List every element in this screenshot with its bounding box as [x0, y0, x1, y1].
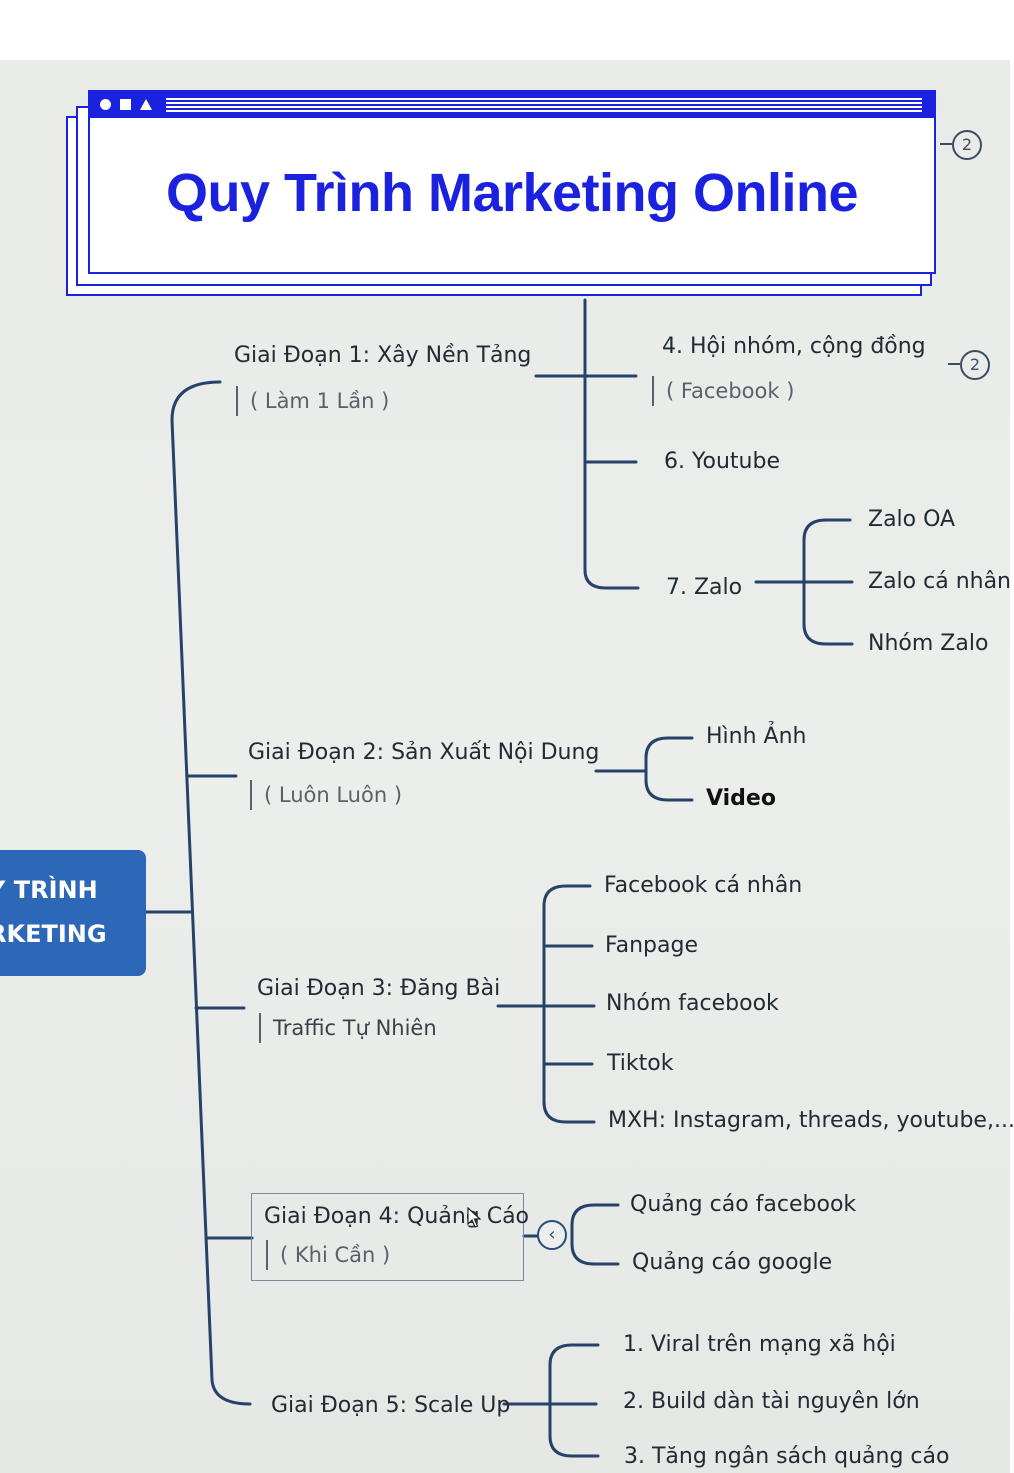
- stage5-item-viral[interactable]: 1. Viral trên mạng xã hội: [623, 1332, 896, 1357]
- stage3-item-facebook-group[interactable]: Nhóm facebook: [606, 991, 779, 1016]
- stage3-item-facebook-personal[interactable]: Facebook cá nhân: [604, 873, 803, 898]
- stage-3-node[interactable]: Giai Đoạn 3: Đăng Bài: [257, 976, 501, 1001]
- stage-4-note: ( Khi Cần ): [266, 1240, 390, 1270]
- stage1-item-youtube[interactable]: 6. Youtube: [664, 449, 780, 474]
- page-title: Quy Trình Marketing Online: [165, 163, 859, 223]
- stage3-item-fanpage[interactable]: Fanpage: [605, 933, 699, 958]
- stage-2-note: ( Luôn Luôn ): [250, 780, 402, 810]
- stage2-item-images[interactable]: Hình Ảnh: [706, 724, 807, 749]
- circle-icon: [100, 99, 111, 110]
- stage4-item-facebook-ads[interactable]: Quảng cáo facebook: [630, 1192, 857, 1217]
- banner-window-bar: [90, 92, 934, 118]
- stage2-item-video[interactable]: Video: [706, 786, 776, 811]
- zalo-item-oa[interactable]: Zalo OA: [868, 507, 956, 532]
- stage3-item-social[interactable]: MXH: Instagram, threads, youtube,...: [608, 1108, 1014, 1133]
- stage-1-note: ( Làm 1 Lần ): [236, 386, 389, 416]
- stage1-item-zalo[interactable]: 7. Zalo: [666, 575, 743, 600]
- square-icon: [120, 99, 131, 110]
- title-banner: Quy Trình Marketing Online: [88, 90, 936, 274]
- zalo-item-personal[interactable]: Zalo cá nhân: [868, 569, 1011, 594]
- zalo-item-group[interactable]: Nhóm Zalo: [868, 631, 989, 656]
- stage5-item-resources[interactable]: 2. Build dàn tài nguyên lớn: [623, 1389, 920, 1414]
- stage-4-selection-frame[interactable]: [251, 1193, 524, 1281]
- root-node-line2: RKETING: [0, 920, 107, 948]
- triangle-icon: [140, 99, 152, 110]
- root-node-line1: Y TRÌNH: [0, 876, 98, 904]
- stage-1-node[interactable]: Giai Đoạn 1: Xây Nền Tảng: [234, 343, 532, 368]
- stage-2-node[interactable]: Giai Đoạn 2: Sản Xuất Nội Dung: [248, 740, 600, 765]
- stage3-item-tiktok[interactable]: Tiktok: [607, 1051, 674, 1076]
- stage4-item-google-ads[interactable]: Quảng cáo google: [632, 1250, 833, 1275]
- stage5-item-budget[interactable]: 3. Tăng ngân sách quảng cáo: [624, 1444, 950, 1469]
- count-badge[interactable]: 2: [952, 130, 982, 160]
- root-node[interactable]: Y TRÌNH RKETING: [0, 850, 146, 976]
- stage1-item-groups[interactable]: 4. Hội nhóm, cộng đồng: [662, 334, 926, 359]
- banner-stripes: [166, 98, 922, 112]
- mouse-pointer-icon: [467, 1207, 481, 1228]
- count-badge[interactable]: 2: [960, 350, 990, 380]
- stage1-item-groups-note: ( Facebook ): [652, 376, 794, 406]
- stage-4-node[interactable]: Giai Đoạn 4: Quảng Cáo: [264, 1204, 530, 1229]
- collapse-toggle-icon[interactable]: ‹: [537, 1220, 567, 1250]
- stage-3-note: Traffic Tự Nhiên: [259, 1013, 437, 1043]
- stage-5-node[interactable]: Giai Đoạn 5: Scale Up: [271, 1393, 511, 1418]
